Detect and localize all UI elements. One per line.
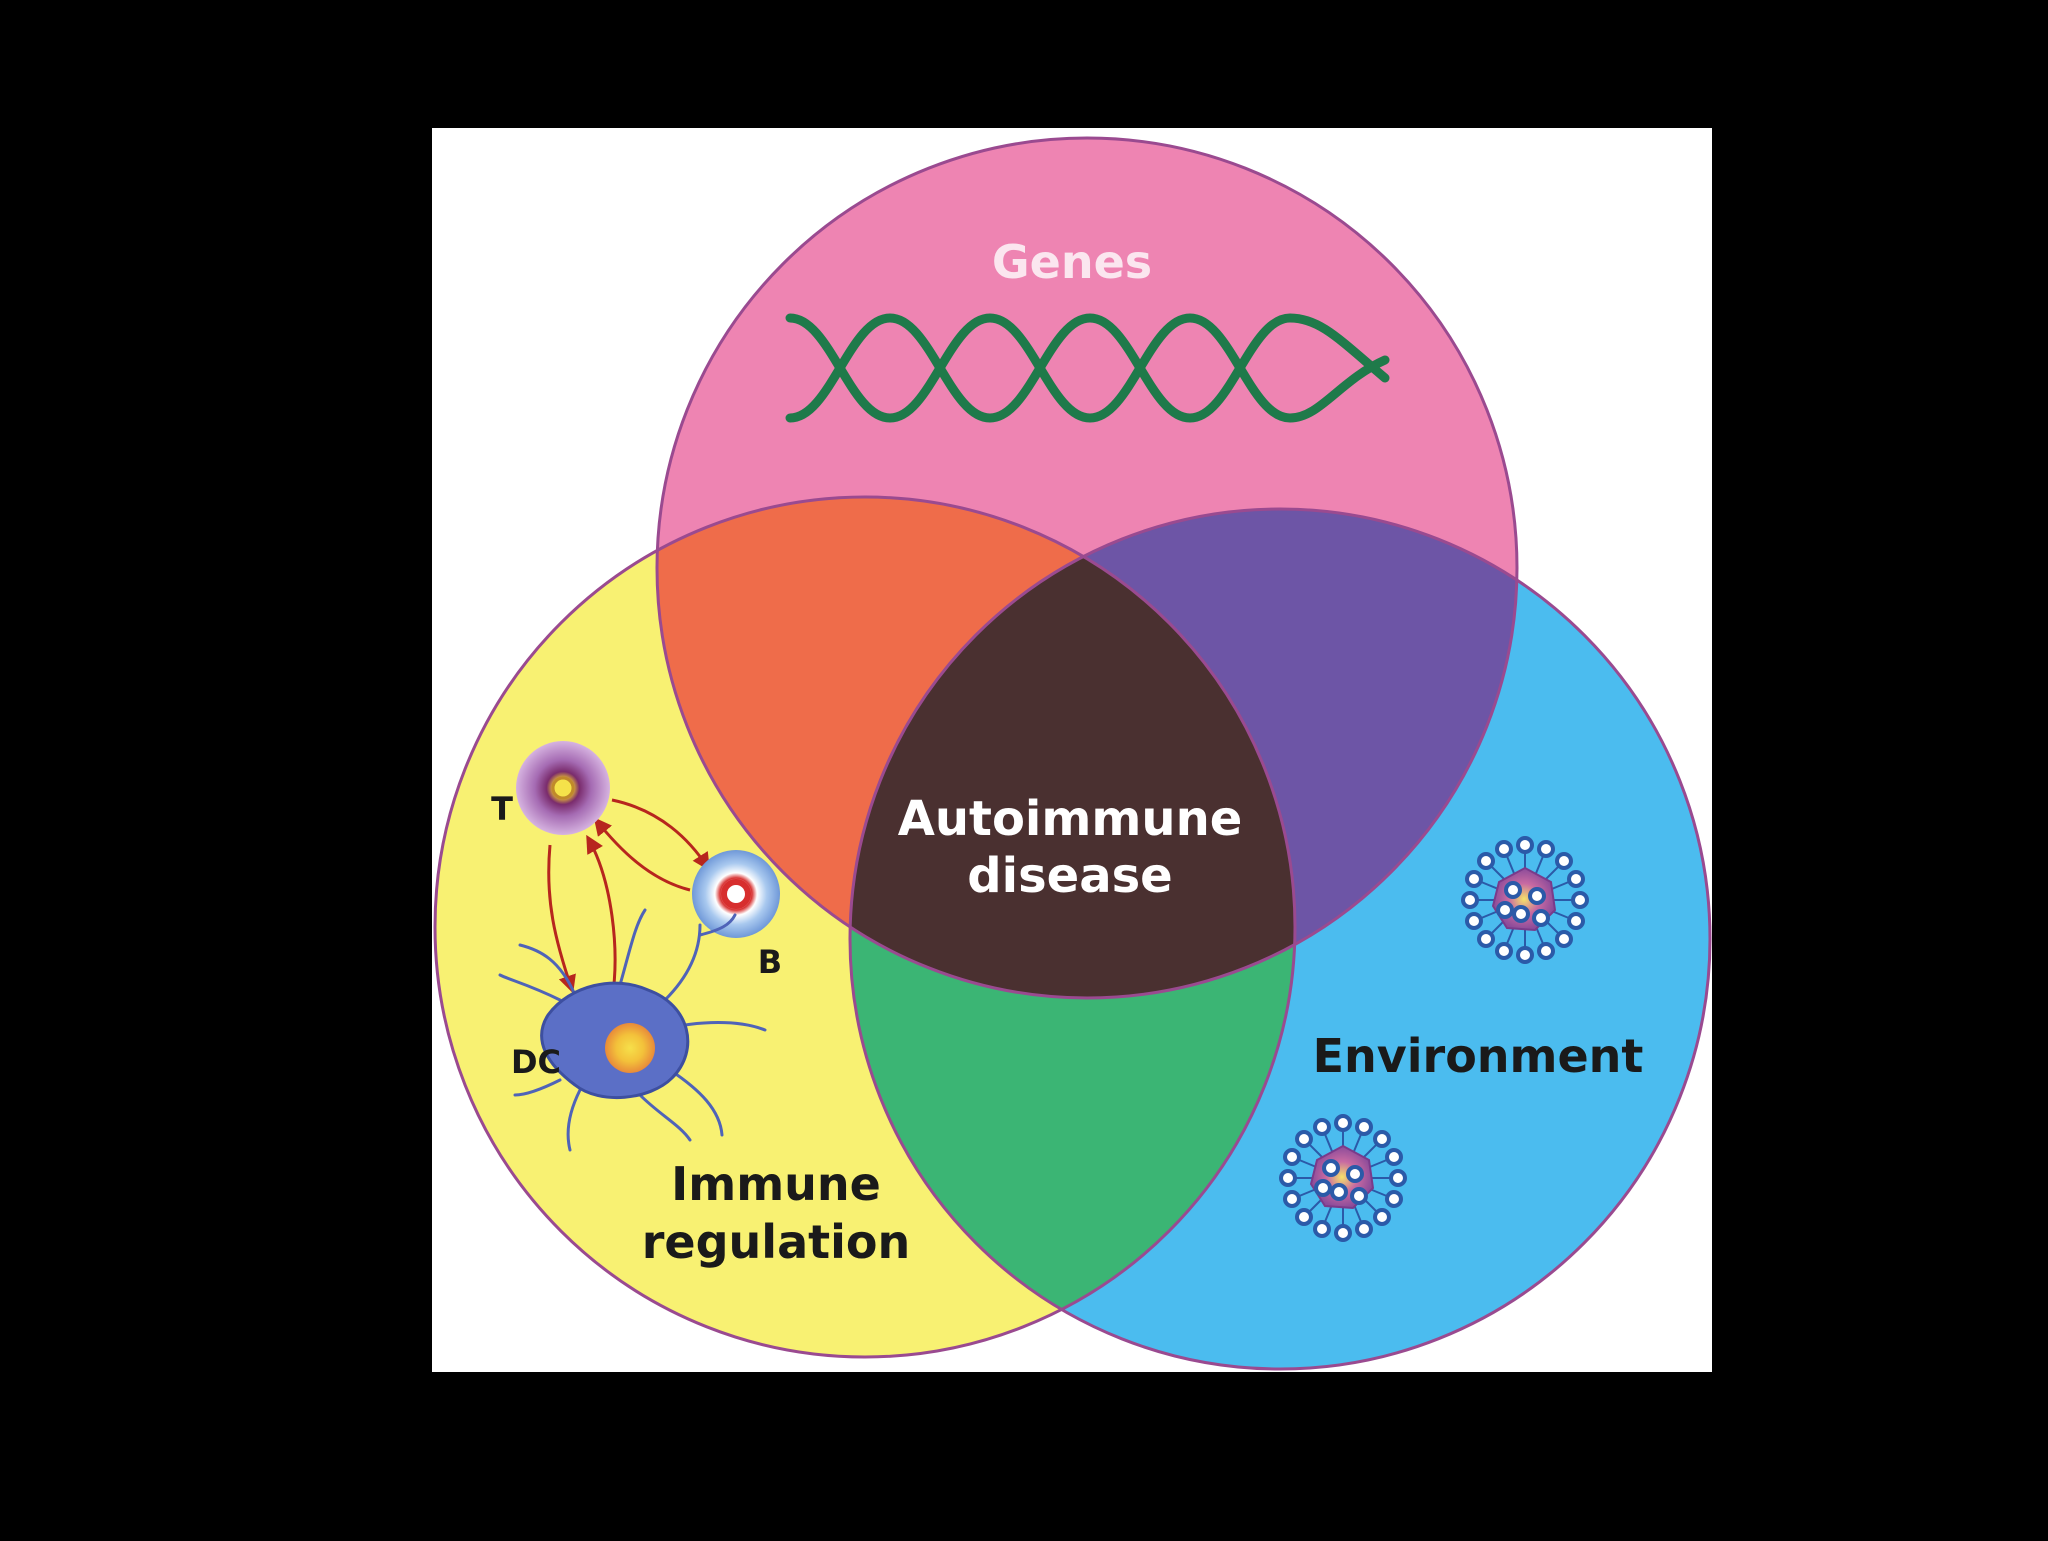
environment-label: Environment bbox=[1313, 1029, 1644, 1083]
dna-helix-icon bbox=[785, 313, 1390, 423]
dc-label: DC bbox=[511, 1043, 561, 1081]
b-cell-icon bbox=[692, 850, 780, 938]
center-overlap bbox=[850, 509, 1295, 998]
t-cell-icon bbox=[516, 741, 610, 835]
b-cell-label: B bbox=[758, 943, 782, 981]
virus-particle-icon bbox=[1279, 1114, 1407, 1242]
center-label-line2: disease bbox=[967, 848, 1172, 904]
dendritic-cell-icon bbox=[498, 908, 767, 1152]
t-cell-label: T bbox=[491, 790, 513, 828]
center-label-line1: Autoimmune bbox=[898, 791, 1243, 847]
genes-label: Genes bbox=[992, 235, 1152, 289]
immune-label-line1: Immune bbox=[671, 1157, 881, 1211]
virus-particle-icon bbox=[1461, 836, 1589, 964]
immune-arrows bbox=[547, 798, 710, 1001]
circle-outlines bbox=[433, 136, 1712, 1371]
immune-label-line2: regulation bbox=[642, 1215, 910, 1269]
